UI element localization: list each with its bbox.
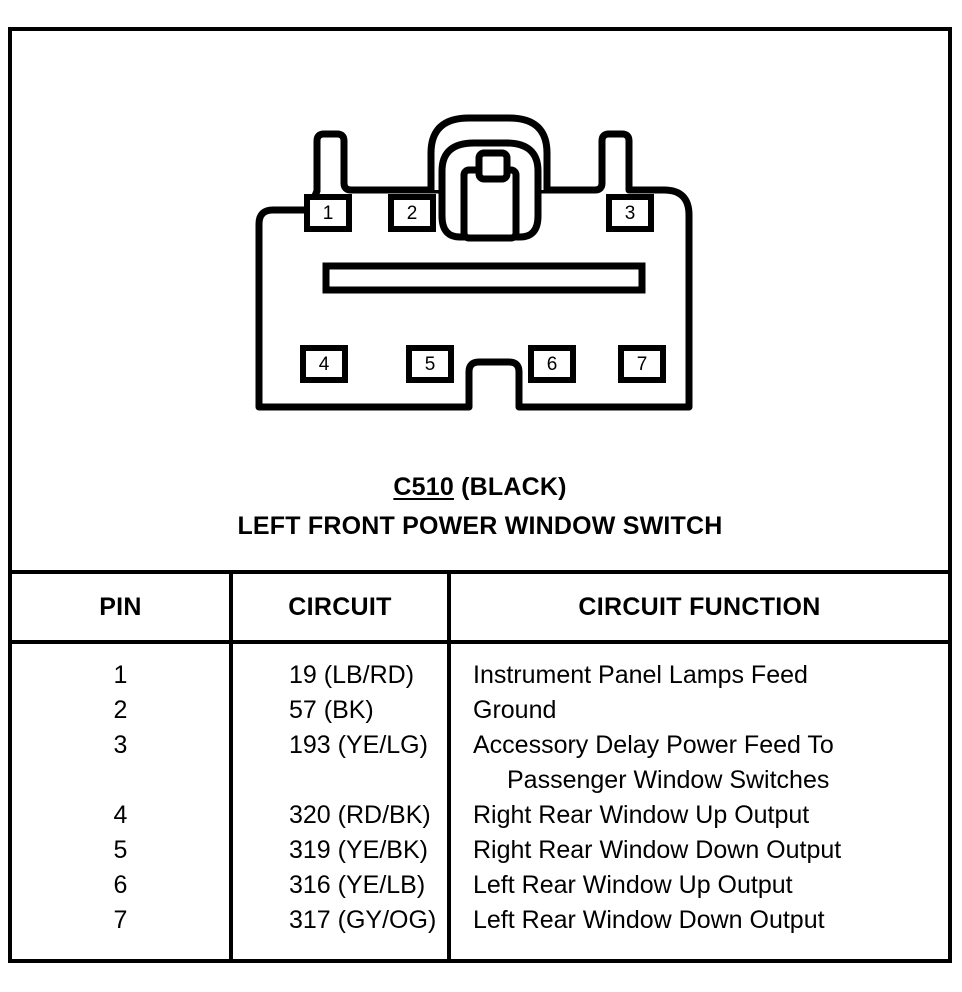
circuit-id: 320 (RD/BK) (289, 801, 431, 829)
pin-cavity-label-3: 3 (625, 203, 636, 224)
connector-panel: 1 2 3 4 (12, 31, 948, 574)
circuit-id: 193 (YE/LG) (289, 731, 428, 759)
pin-cavity-label-4: 4 (319, 354, 330, 375)
caption-line-name: LEFT FRONT POWER WINDOW SWITCH (237, 512, 723, 540)
circuit-list: 19 (LB/RD) 57 (BK) 193 (YE/LG) 320 (RD/B… (233, 644, 447, 938)
connector-color: (BLACK) (461, 473, 567, 501)
pin-number: 7 (113, 906, 128, 934)
column-header-circuit: CIRCUIT (231, 574, 451, 644)
circuit-function-continuation: Passenger Window Switches (507, 766, 830, 794)
pin-number: 5 (113, 836, 128, 864)
circuit-id-spacer (289, 763, 447, 798)
circuit-function: Right Rear Window Up Output (473, 801, 810, 829)
pin-cavity-box-6 (528, 345, 576, 383)
pin-cavity-1: 1 (304, 194, 352, 232)
pin-cavity-label-6: 6 (547, 354, 558, 375)
pin-cavity-box-2 (388, 194, 436, 232)
pin-cavity-label-1: 1 (323, 203, 334, 224)
pin-number: 3 (113, 731, 128, 759)
figure-frame: 1 2 3 4 (8, 27, 952, 963)
circuit-function: Left Rear Window Up Output (473, 871, 793, 899)
pin-assignment-table: PIN CIRCUIT CIRCUIT FUNCTION 1 2 3 4 5 (12, 574, 948, 963)
pin-column-cell: 1 2 3 4 5 6 7 (12, 642, 233, 963)
circuit-id: 316 (YE/LB) (289, 871, 426, 899)
circuit-function: Accessory Delay Power Feed To (473, 731, 834, 759)
pin-cavity-label-2: 2 (407, 203, 418, 224)
pin-cavity-4: 4 (300, 345, 348, 383)
pin-cavity-3: 3 (606, 194, 654, 232)
caption-line-code: C510 (BLACK) (12, 471, 948, 503)
circuit-function-column-cell: Instrument Panel Lamps Feed Ground Acces… (449, 642, 948, 963)
circuit-column-cell: 19 (LB/RD) 57 (BK) 193 (YE/LG) 320 (RD/B… (231, 642, 451, 963)
pin-cavity-label-5: 5 (425, 354, 436, 375)
pin-cavity-box-7 (618, 345, 666, 383)
circuit-id: 19 (LB/RD) (289, 661, 415, 689)
circuit-id: 57 (BK) (289, 696, 374, 724)
circuit-id: 317 (GY/OG) (289, 906, 437, 934)
pin-cavity-6: 6 (528, 345, 576, 383)
connector-diagram: 1 2 3 4 (255, 114, 693, 411)
pin-cavity-box-3 (606, 194, 654, 232)
pin-cavity-label-7: 7 (637, 354, 648, 375)
pin-cavity-box-5 (406, 345, 454, 383)
latch-tab-nub (475, 149, 511, 183)
pin-cavity-box-1 (304, 194, 352, 232)
circuit-function: Left Rear Window Down Output (473, 906, 825, 934)
pin-number: 6 (113, 871, 128, 899)
table-body-row: 1 2 3 4 5 6 7 19 (LB/RD) (12, 642, 948, 963)
pin-cavity-2: 2 (388, 194, 436, 232)
pin-number-spacer (12, 763, 229, 798)
circuit-function: Right Rear Window Down Output (473, 836, 842, 864)
pin-number-list: 1 2 3 4 5 6 7 (12, 644, 229, 938)
keying-slot (322, 262, 646, 294)
pin-cavity-7: 7 (618, 345, 666, 383)
connector-code: C510 (393, 473, 454, 501)
pin-number: 4 (113, 801, 128, 829)
pin-cavity-5: 5 (406, 345, 454, 383)
circuit-function: Ground (473, 696, 557, 724)
circuit-function: Instrument Panel Lamps Feed (473, 661, 808, 689)
pin-number: 2 (113, 696, 128, 724)
circuit-id: 319 (YE/BK) (289, 836, 428, 864)
pin-cavity-box-4 (300, 345, 348, 383)
circuit-function-list: Instrument Panel Lamps Feed Ground Acces… (451, 644, 948, 938)
column-header-circuit-function: CIRCUIT FUNCTION (449, 574, 948, 644)
pin-number: 1 (113, 661, 128, 689)
connector-caption: C510 (BLACK) LEFT FRONT POWER WINDOW SWI… (12, 471, 948, 543)
column-header-pin: PIN (12, 574, 233, 644)
table-header-row: PIN CIRCUIT CIRCUIT FUNCTION (12, 574, 948, 644)
